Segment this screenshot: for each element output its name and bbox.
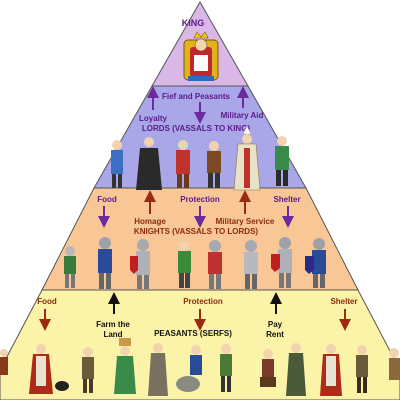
peasant-figure — [356, 345, 368, 393]
knight-figure — [98, 237, 112, 289]
peasant-figure — [389, 348, 400, 380]
lord-figure — [111, 140, 123, 188]
king-figure — [183, 31, 219, 81]
peasant-figure — [29, 344, 53, 394]
lords-tier-band — [93, 85, 307, 189]
lord-figure — [136, 137, 162, 190]
peasants-shelter-label: Shelter — [330, 297, 357, 306]
peasant-figure — [82, 347, 94, 393]
knights-food-label: Food — [97, 195, 117, 204]
knights-figures — [64, 237, 326, 289]
peasants-protection-label: Protection — [183, 297, 223, 306]
knight-figure — [271, 237, 292, 288]
bishop-figure — [233, 125, 261, 191]
peasant-figure — [148, 343, 168, 396]
peasant-figure — [286, 343, 306, 396]
peasant-figure — [176, 345, 202, 392]
knight-figure — [178, 241, 191, 288]
knight-figure — [130, 239, 150, 289]
cooking-pot-icon — [55, 381, 69, 391]
lord-figure — [176, 140, 190, 188]
lord-figure — [207, 141, 221, 188]
farm-the-label: Farm the — [96, 320, 130, 329]
peasant-figure — [114, 338, 136, 394]
peasant-figure — [0, 349, 8, 375]
peasants-food-label: Food — [37, 297, 57, 306]
knights-shelter-label: Shelter — [273, 195, 300, 204]
peasant-figure — [220, 344, 232, 392]
lord-figure — [275, 136, 289, 186]
rent-label: Rent — [266, 330, 284, 339]
knights-protection-label: Protection — [180, 195, 220, 204]
lords-figures — [111, 125, 289, 191]
pay-label: Pay — [268, 320, 283, 329]
lords-title: LORDS (VASSALS TO KING) — [142, 124, 250, 133]
peasant-figure — [320, 344, 342, 396]
fief-and-peasants-label: Fief and Peasants — [162, 92, 231, 101]
military-aid-label: Military Aid — [221, 111, 264, 120]
homage-label: Homage — [134, 217, 166, 226]
knights-title: KNIGHTS (VASSALS TO LORDS) — [134, 227, 258, 236]
loyalty-label: Loyalty — [139, 114, 168, 123]
knight-figure — [208, 240, 222, 289]
peasants-figures — [0, 338, 400, 396]
king-title: KING — [182, 18, 205, 28]
knight-figure — [244, 240, 258, 289]
peasant-figure — [260, 349, 276, 387]
land-label: Land — [103, 330, 122, 339]
military-service-label: Military Service — [216, 217, 275, 226]
knight-figure — [64, 246, 76, 288]
knight-figure — [305, 238, 326, 288]
peasants-title: PEASANTS (SERFS) — [154, 329, 232, 338]
